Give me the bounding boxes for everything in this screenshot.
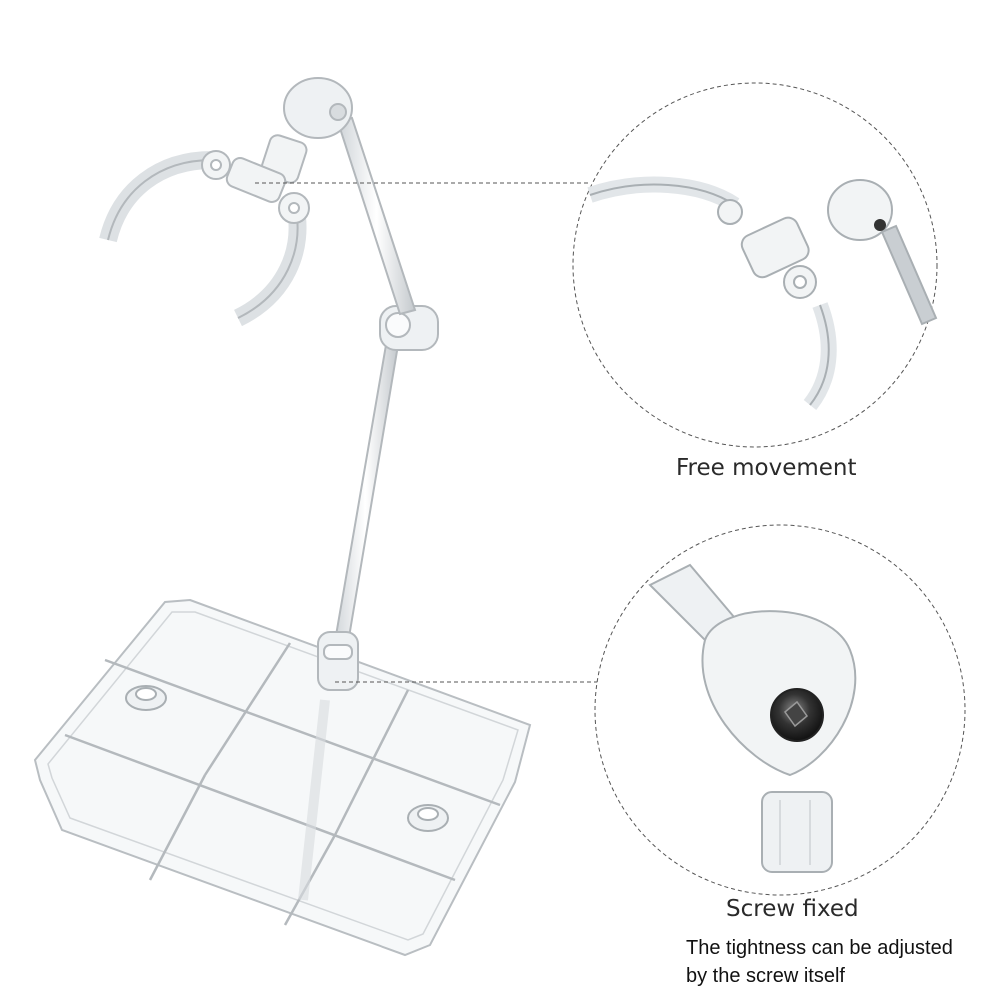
stand-arm	[260, 77, 439, 901]
base-hole-left	[125, 685, 167, 711]
caption-screw-fixed: Screw fixed	[726, 896, 859, 922]
arm-clamp	[99, 150, 310, 327]
callout-circle-bottom	[594, 524, 966, 896]
base-plate	[33, 598, 532, 957]
screw-adjust-note-line2: by the screw itself	[686, 965, 845, 987]
clamp-closeup	[587, 176, 938, 410]
screw-adjust-note-line1: The tightness can be adjusted	[686, 937, 953, 959]
callout-circle-top	[572, 82, 938, 448]
screw-adjust-note: The tightness can be adjusted by the scr…	[686, 934, 996, 990]
base-hole-right	[407, 804, 449, 832]
caption-free-movement: Free movement	[676, 455, 857, 481]
screw-joint-closeup	[648, 563, 857, 873]
leader-lines	[255, 182, 598, 683]
